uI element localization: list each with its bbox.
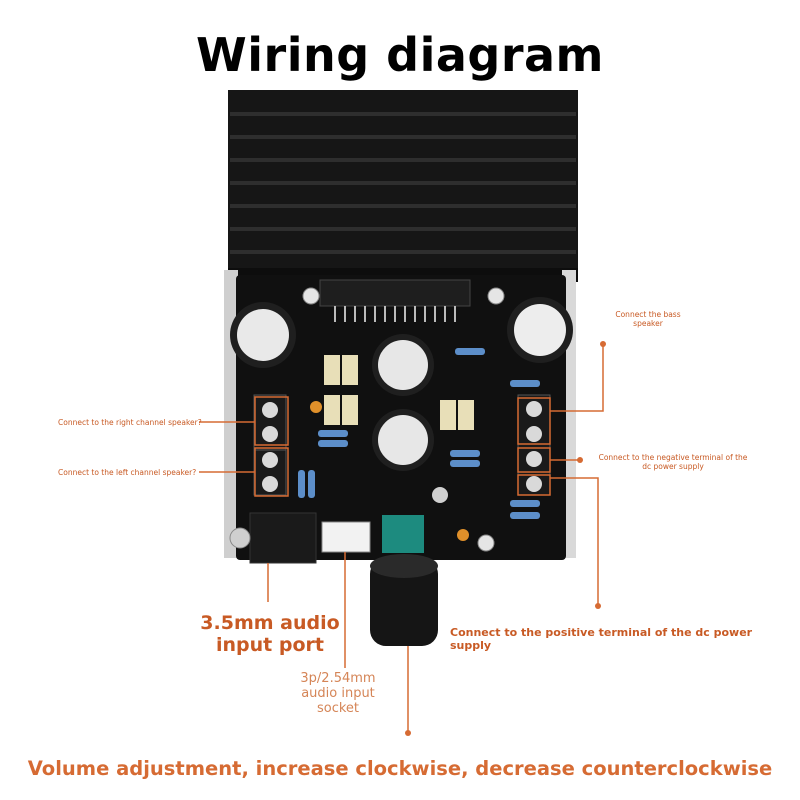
volume-knob <box>370 554 438 646</box>
capacitor <box>230 297 573 471</box>
audio-jack <box>249 512 317 564</box>
audio-socket <box>321 521 371 553</box>
page-title: Wiring diagram <box>196 28 604 82</box>
audio-socket-label: 3p/2.54mm audio input socket <box>300 671 376 716</box>
bass-speaker-label: Connect the bass speaker <box>615 310 681 328</box>
amplifier-chip <box>319 279 471 307</box>
power-terminal-block <box>517 394 551 496</box>
heatsink <box>228 90 578 282</box>
speaker-terminal-block <box>253 394 287 496</box>
audio-port-label: 3.5mm audio input port <box>200 612 340 656</box>
left-channel-label: Connect to the left channel speaker? <box>58 468 197 477</box>
positive-terminal-label: Connect to the positive terminal of the … <box>450 626 753 652</box>
negative-terminal-label: Connect to the negative terminal of the … <box>598 453 748 471</box>
volume-instruction: Volume adjustment, increase clockwise, d… <box>27 757 773 780</box>
side-plate <box>224 270 238 558</box>
potentiometer <box>382 515 424 553</box>
annotation-lines <box>199 345 604 733</box>
right-channel-label: Connect to the right channel speaker? <box>58 418 202 427</box>
